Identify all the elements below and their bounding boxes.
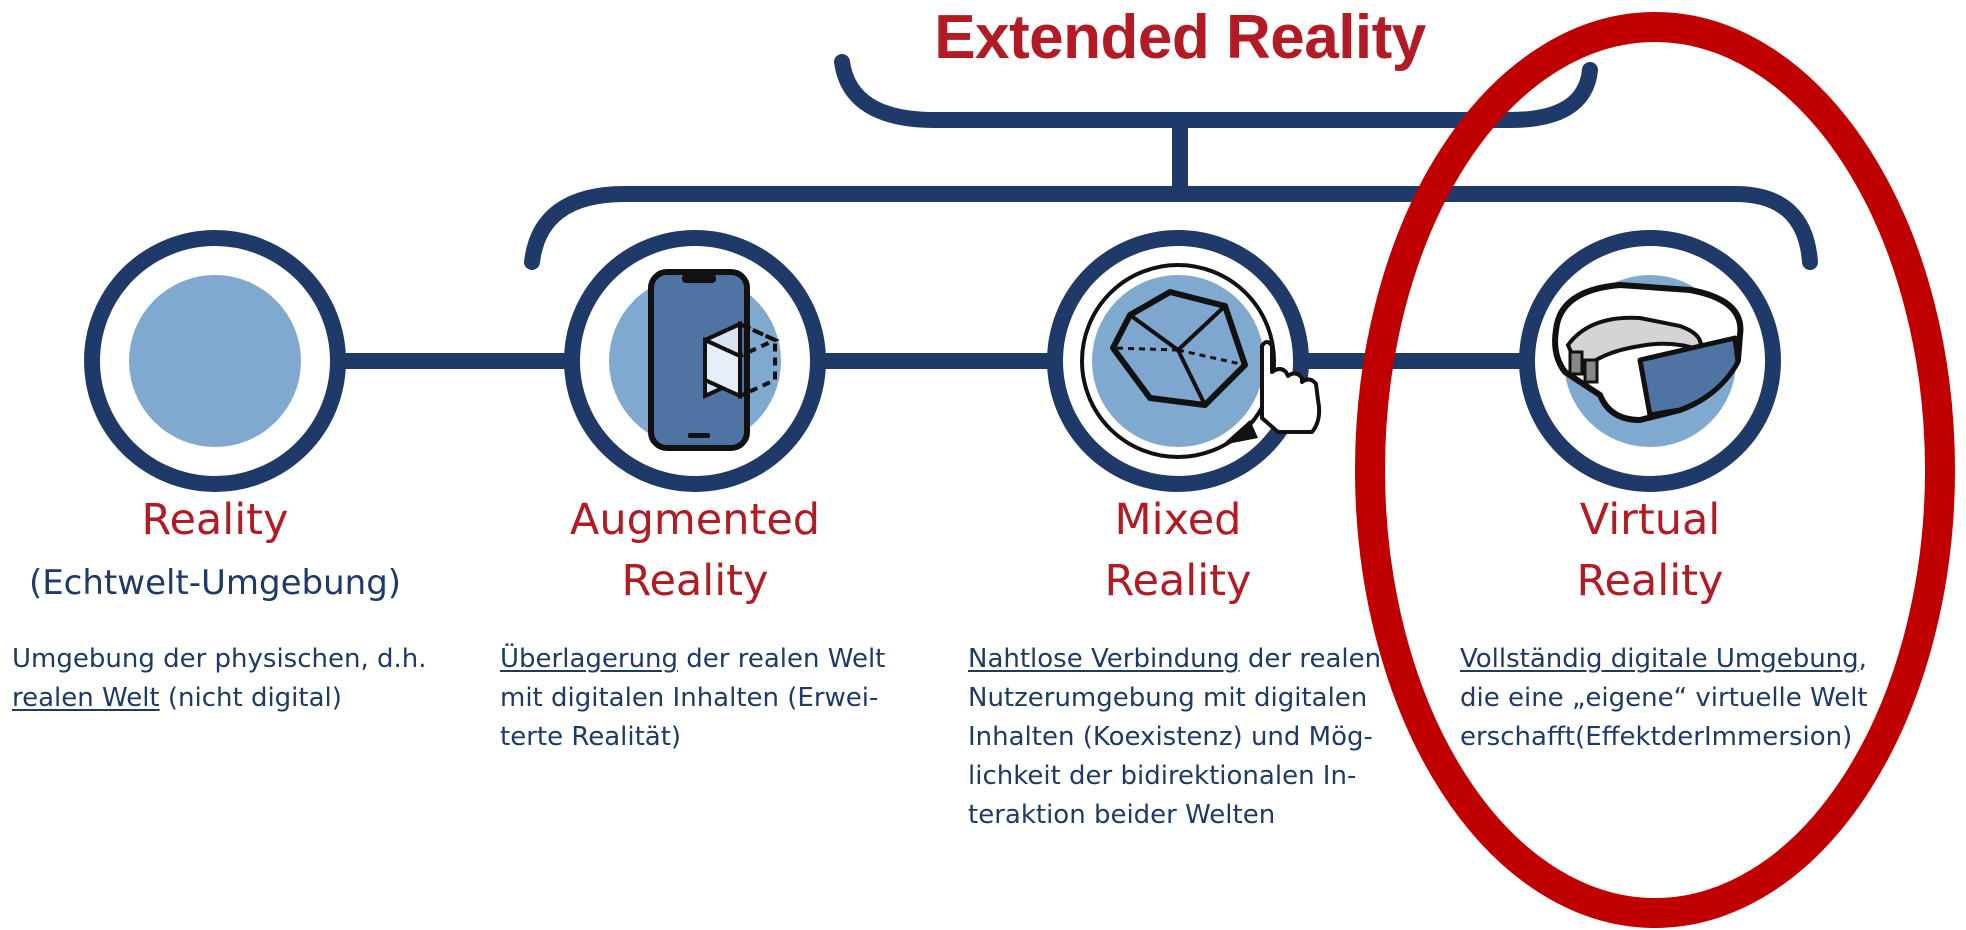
description-line: Umgebung der physischen, d.h. [12, 640, 427, 679]
label-line: Reality [141, 495, 289, 545]
description-text: teraktion beider Welten [968, 800, 1276, 830]
description-text: terte Realität) [500, 722, 682, 752]
description-line: Nutzerumgebung mit digitalen [968, 679, 1381, 718]
description-line: Nahtlose Verbindung der realen [968, 640, 1381, 679]
label-line: Reality [1104, 556, 1252, 606]
label-line: Mixed [1114, 495, 1242, 545]
description-line: mit digitalen Inhalten (Erwei- [500, 679, 885, 718]
node-label-augmented: Augmented Reality [540, 490, 850, 612]
vr-headset-icon [1552, 282, 1744, 423]
node-circle-reality [84, 230, 346, 492]
description-line: Überlagerung der realen Welt [500, 640, 885, 679]
node-description-virtual: Vollständig digitale Umgebung, die eine „… [1460, 640, 1868, 757]
description-text: Inhalten (Koexistenz) und Mög- [968, 722, 1373, 752]
description-text: der realen Welt [678, 644, 886, 674]
description-line: Vollständig digitale Umgebung, [1460, 640, 1868, 679]
node-label-virtual: Virtual Reality [1495, 490, 1805, 612]
description-text: Nutzerumgebung mit digitalen [968, 683, 1368, 713]
node-description-reality: Umgebung der physischen, d.h. realen Welt… [12, 640, 427, 718]
node-label-reality: Reality [60, 490, 370, 551]
underlined-term: Nahtlose Verbindung [968, 644, 1240, 674]
description-line: terte Realität) [500, 718, 885, 757]
node-sublabel-reality: (Echtwelt-Umgebung) [28, 563, 402, 603]
description-text: lichkeit der bidirektionalen In- [968, 761, 1357, 791]
xr-group-brace [524, 186, 1818, 270]
extended-reality-brace [834, 54, 1598, 128]
label-line: Augmented [569, 495, 821, 545]
description-text: Umgebung der physischen, d.h. [12, 644, 427, 674]
description-line: realen Welt (nicht digital) [12, 679, 427, 718]
highlight-ellipse [1355, 12, 1955, 928]
description-text: die eine „eigene“ virtuelle Welt [1460, 683, 1868, 713]
underlined-term: Überlagerung [500, 644, 679, 674]
cube-hand-interaction-icon [1080, 263, 1322, 459]
underlined-term: Vollständig digitale Umgebung [1460, 644, 1859, 674]
description-text: mit digitalen Inhalten (Erwei- [500, 683, 879, 713]
label-line: Reality [621, 556, 769, 606]
label-line: Virtual [1579, 495, 1721, 545]
description-line: lichkeit der bidirektionalen In- [968, 757, 1381, 796]
description-line: teraktion beider Welten [968, 796, 1381, 835]
smartphone-ar-cube-icon [648, 269, 780, 451]
underlined-term: realen Welt [12, 683, 160, 713]
description-line: erschafft(EffektderImmersion) [1460, 718, 1868, 757]
description-line: Inhalten (Koexistenz) und Mög- [968, 718, 1381, 757]
diagram-title: Extended Reality [934, 3, 1426, 72]
description-text: der realen [1239, 644, 1382, 674]
label-line: Reality [1576, 556, 1724, 606]
node-label-mixed: Mixed Reality [1023, 490, 1333, 612]
description-text: (nicht digital) [159, 683, 342, 713]
description-line: die eine „eigene“ virtuelle Welt [1460, 679, 1868, 718]
node-description-augmented: Überlagerung der realen Welt mit digitale… [500, 640, 885, 757]
description-text: , [1858, 644, 1867, 674]
description-text: erschafft(EffektderImmersion) [1460, 722, 1853, 752]
